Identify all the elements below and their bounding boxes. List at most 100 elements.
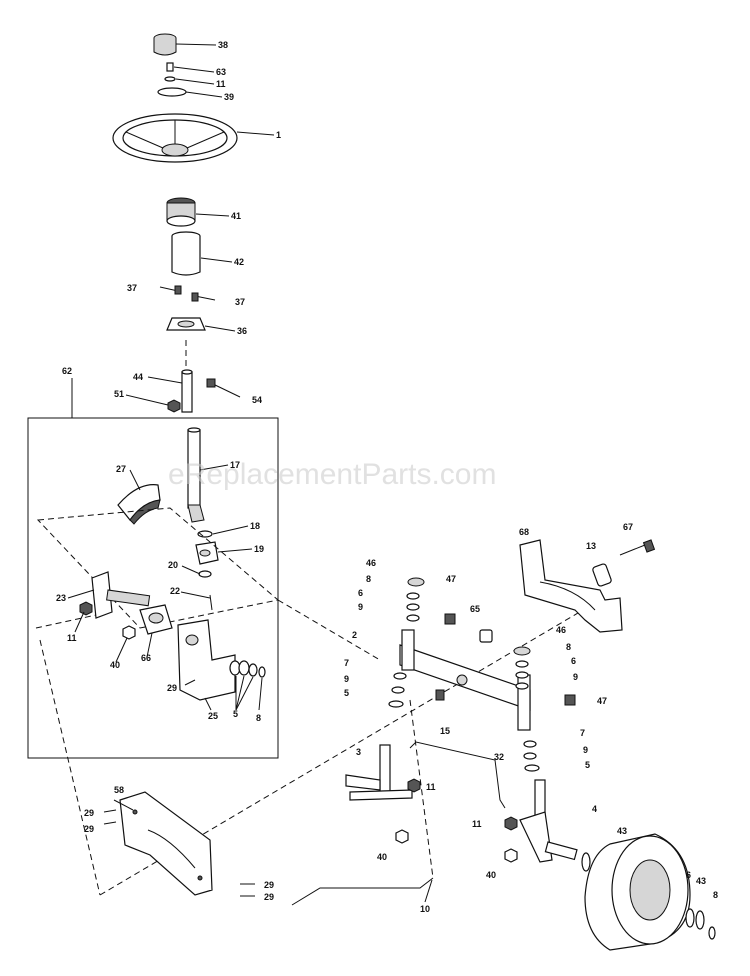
callout-label: 38	[218, 40, 228, 50]
nut-40-left	[395, 829, 409, 844]
sector-gear	[117, 484, 161, 525]
bushing-18	[197, 530, 213, 538]
callout-label: 5	[344, 688, 349, 698]
front-tire	[584, 833, 691, 951]
callout-label: 1	[276, 130, 281, 140]
subassembly-box	[27, 417, 279, 759]
hex-nut-51	[167, 399, 181, 413]
callout-label: 46	[366, 558, 376, 568]
callout-label: 47	[446, 574, 456, 584]
screw-29-a	[103, 809, 117, 813]
insert-disc	[157, 87, 187, 97]
screw-22	[209, 594, 213, 611]
callout-label: 40	[110, 660, 120, 670]
callout-label: 51	[114, 389, 124, 399]
callout-label: 9	[583, 745, 588, 755]
bolt-54	[206, 378, 241, 398]
callout-label: 42	[234, 257, 244, 267]
nut-11-spindle-right	[504, 816, 518, 831]
callout-label: 13	[586, 541, 596, 551]
bushing-65	[479, 629, 493, 643]
callout-label: 8	[713, 890, 718, 900]
steering-shaft-lower	[187, 427, 205, 523]
callout-label: 23	[56, 593, 66, 603]
callout-label: 19	[254, 544, 264, 554]
callout-label: 37	[127, 283, 137, 293]
callout-label: 36	[237, 326, 247, 336]
callout-label: 40	[377, 852, 387, 862]
callout-label: 40	[486, 870, 496, 880]
callout-label: 5	[585, 760, 590, 770]
callout-label: 4	[592, 804, 597, 814]
callout-label: 6	[686, 870, 691, 880]
callout-label: 11	[67, 633, 77, 643]
screw-29-b	[103, 821, 117, 825]
cap-46-left	[407, 577, 425, 587]
callout-label: 6	[571, 656, 576, 666]
retaining-ring-20	[198, 570, 212, 578]
callout-labels: 38 63 11 39 1 41 42 37 37 36 62 44 51 54…	[56, 40, 718, 914]
cap-46-right	[513, 646, 531, 656]
callout-label: 8	[566, 642, 571, 652]
small-washer	[164, 76, 176, 82]
nut-11-box	[79, 601, 93, 616]
callout-label: 9	[358, 602, 363, 612]
callout-label: 67	[623, 522, 633, 532]
bolt-37-left	[159, 285, 182, 295]
callout-label: 29	[84, 824, 94, 834]
callout-label: 22	[170, 586, 180, 596]
callout-label: 46	[556, 625, 566, 635]
callout-label: 6	[358, 588, 363, 598]
callout-label: 9	[344, 674, 349, 684]
callout-label: 20	[168, 560, 178, 570]
spindle-3	[345, 744, 413, 801]
callout-label: 9	[573, 672, 578, 682]
bolt-67	[619, 539, 656, 556]
support-bracket-25	[177, 619, 236, 701]
callout-label: 7	[344, 658, 349, 668]
tie-rod-32	[409, 741, 506, 809]
washer-43-outer	[695, 910, 705, 930]
callout-label: 29	[264, 892, 274, 902]
callout-label: 29	[167, 683, 177, 693]
spindle-4	[519, 779, 578, 863]
callout-label: 54	[252, 395, 262, 405]
steering-wheel	[112, 113, 238, 163]
pivot-bolt-15	[435, 689, 445, 701]
callout-label: 3	[356, 747, 361, 757]
callout-label: 66	[141, 653, 151, 663]
callout-label: 10	[420, 904, 430, 914]
nut-40-box	[122, 625, 136, 640]
callout-label: 18	[250, 521, 260, 531]
nut-40-right	[504, 848, 518, 863]
steering-shaft-upper	[181, 369, 193, 413]
bolt-29-box	[184, 679, 196, 686]
callout-label: 43	[696, 876, 706, 886]
flange-bearing	[166, 317, 206, 331]
callout-label: 29	[264, 880, 274, 890]
callout-label: 41	[231, 211, 241, 221]
axle-bracket-68	[519, 539, 623, 633]
callout-label: 2	[352, 630, 357, 640]
mount-bracket-58	[119, 791, 213, 896]
adapter-spline	[166, 197, 196, 227]
callout-label: 11	[472, 819, 482, 829]
bolt-37-right	[191, 292, 216, 302]
steering-bracket-19	[195, 541, 219, 565]
washer-43-inner	[581, 852, 591, 872]
spacer-13	[592, 563, 612, 587]
callout-label: 58	[114, 785, 124, 795]
nut-11-spindle-left	[407, 778, 421, 793]
watermark-text: eReplacementParts.com	[168, 458, 496, 491]
callout-label: 29	[84, 808, 94, 818]
cap-screw	[166, 62, 174, 72]
callout-label: 11	[426, 782, 436, 792]
callout-label: 5	[233, 709, 238, 719]
leader-lines	[67, 43, 433, 903]
callout-label: 62	[62, 366, 72, 376]
callout-label: 32	[494, 752, 504, 762]
callout-label: 25	[208, 711, 218, 721]
axle-beam-2	[399, 629, 531, 731]
callout-label: 27	[116, 464, 126, 474]
